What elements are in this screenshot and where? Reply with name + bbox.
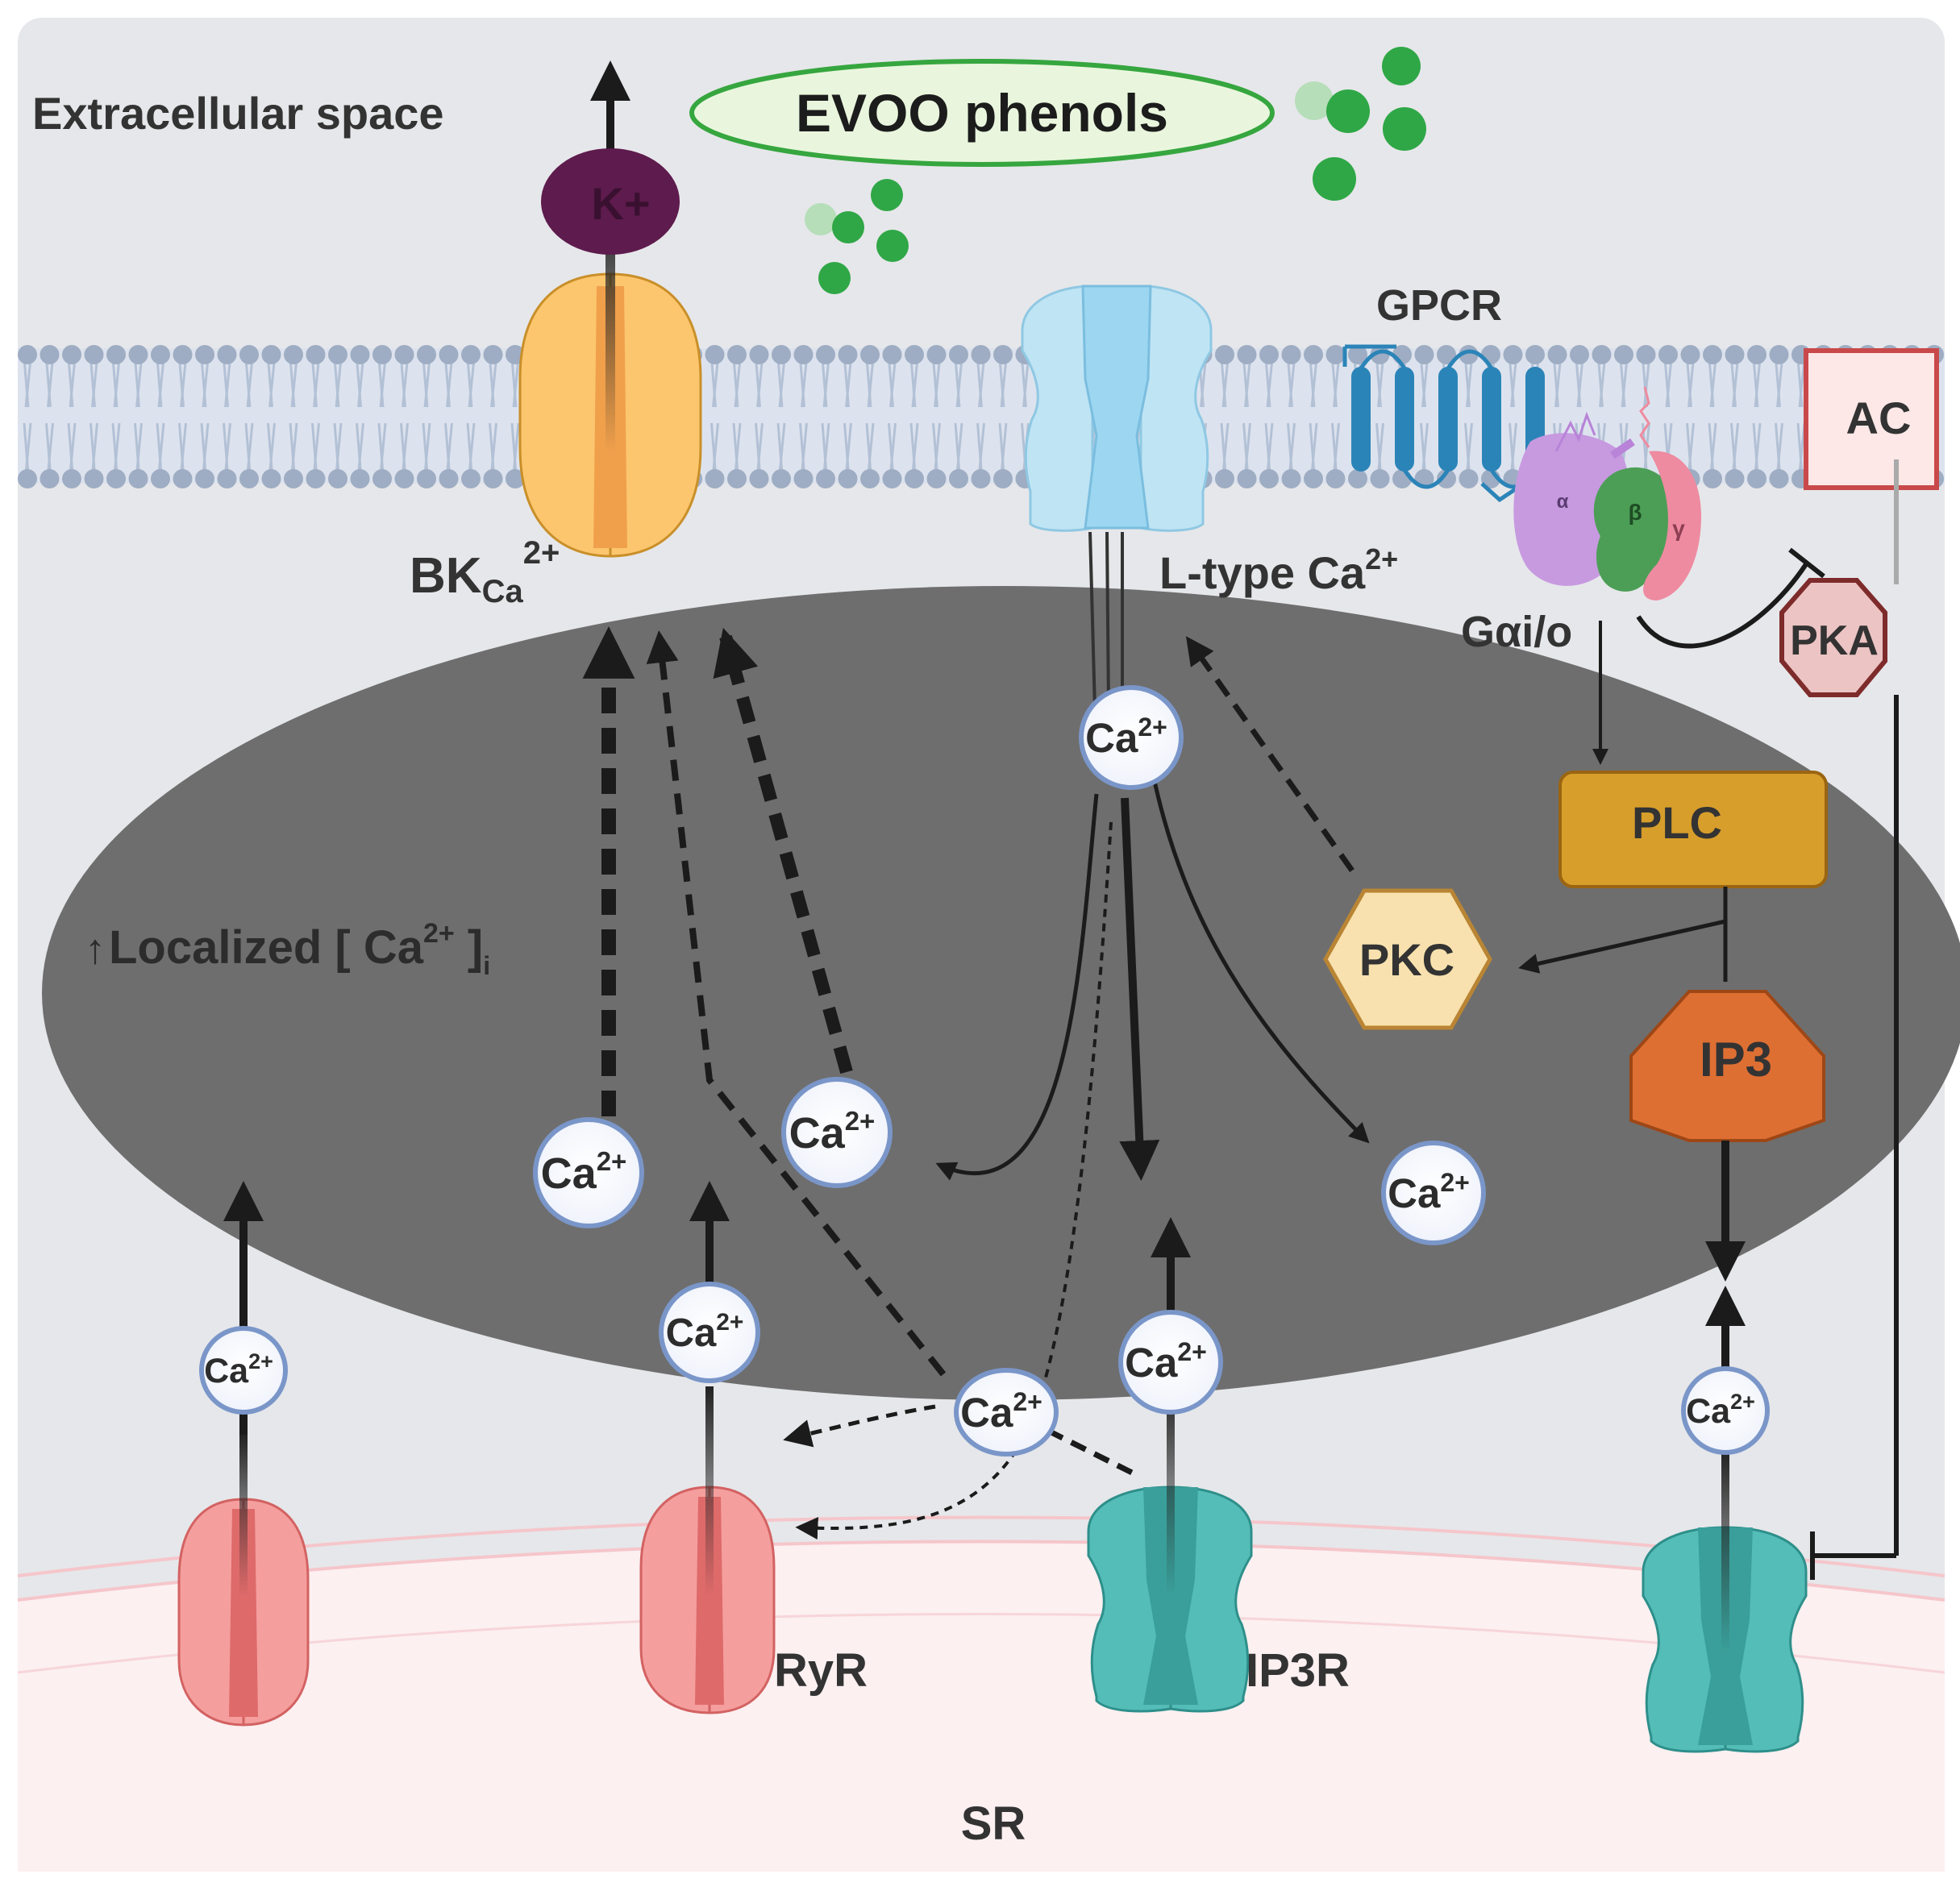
g-protein-alpha-label: α bbox=[1557, 491, 1569, 513]
ip3: IP3 bbox=[1629, 990, 1825, 1282]
calcium-ion: Ca2+ bbox=[954, 1368, 1059, 1457]
gpcr-helix bbox=[1395, 367, 1414, 472]
ip3r-channel-left bbox=[1087, 1386, 1253, 1713]
bk-channel-label: BKCa2+ bbox=[410, 535, 560, 609]
calcium-ion: Ca2+ bbox=[1118, 1310, 1223, 1415]
sr-region bbox=[17, 1515, 1945, 1872]
g-protein-beta-label: β bbox=[1628, 500, 1642, 525]
calcium-ion: Ca2+ bbox=[533, 1117, 644, 1228]
potassium-ion-label: K+ bbox=[591, 178, 650, 229]
gprotein-inhibits-ac-arrow bbox=[1636, 563, 1808, 649]
g-protein-gamma-label: γ bbox=[1672, 516, 1685, 541]
calcium-arrows bbox=[582, 626, 1370, 1540]
gpcr-helix bbox=[1438, 367, 1458, 472]
plc-to-pkc-arrow bbox=[1518, 919, 1726, 974]
gpcr-helix bbox=[1482, 367, 1501, 472]
plasma-membrane bbox=[18, 345, 1945, 488]
calcium-ion-label: Ca2+ bbox=[204, 1349, 273, 1390]
calcium-ion-label: Ca2+ bbox=[1085, 713, 1167, 761]
calcium-ion: Ca2+ bbox=[199, 1326, 288, 1415]
l-type-calcium-channel bbox=[1021, 285, 1213, 710]
phenol-molecules bbox=[805, 47, 1426, 294]
calcium-ion: Ca2+ bbox=[1079, 685, 1184, 790]
ip3-label: IP3 bbox=[1700, 1033, 1772, 1087]
calcium-ion: Ca2+ bbox=[1381, 1141, 1486, 1245]
adenylyl-cyclase: AC bbox=[1804, 348, 1939, 584]
pka-label: PKA bbox=[1790, 617, 1879, 664]
bk-channel: K+ bbox=[518, 60, 702, 558]
ryr-channel-left bbox=[177, 1435, 310, 1727]
ryr-label: RyR bbox=[774, 1644, 868, 1697]
calcium-ion-label: Ca2+ bbox=[1125, 1337, 1207, 1386]
evoo-phenols-ellipse bbox=[689, 59, 1275, 167]
calcium-ion-label: Ca2+ bbox=[666, 1309, 744, 1355]
calcium-ion-label: Ca2+ bbox=[960, 1387, 1042, 1436]
ryr-channel-right bbox=[639, 1386, 776, 1714]
sr-label: SR bbox=[961, 1797, 1026, 1850]
pka: PKA bbox=[1779, 578, 1899, 1580]
localized-calcium-label: ↑Localized [ Ca2+ ]i bbox=[85, 918, 490, 980]
extracellular-space-label: Extracellular space bbox=[32, 88, 444, 139]
potassium-ion bbox=[541, 148, 680, 255]
gpcr-helix bbox=[1351, 367, 1371, 472]
plc: PLC bbox=[1558, 771, 1828, 888]
calcium-ion: Ca2+ bbox=[781, 1077, 893, 1188]
calcium-ion-label: Ca2+ bbox=[1388, 1168, 1470, 1216]
localized-calcium-region bbox=[42, 586, 1960, 1400]
l-type-calcium-label: L-type Ca2+ bbox=[1159, 542, 1398, 598]
gpcr-label: GPCR bbox=[1376, 281, 1502, 330]
g-protein: α β γ bbox=[1513, 386, 1701, 600]
pkc-to-ltype-arrow bbox=[1185, 636, 1355, 873]
calcium-ion: Ca2+ bbox=[1681, 1366, 1770, 1455]
calcium-ion-label: Ca2+ bbox=[541, 1146, 627, 1198]
ip3r-label: IP3R bbox=[1246, 1644, 1350, 1697]
calcium-ion-label: Ca2+ bbox=[1686, 1390, 1755, 1431]
pkc: PKC bbox=[1323, 888, 1492, 1030]
ip3r-channel-right bbox=[1642, 1451, 1808, 1753]
evoo-phenols: EVOO phenols bbox=[689, 47, 1426, 294]
calcium-ion-label: Ca2+ bbox=[789, 1106, 876, 1157]
plc-label: PLC bbox=[1632, 797, 1722, 848]
calcium-ions: Ca2+ Ca2+ Ca2+ Ca2+ Ca2+ Ca2+ Ca2+ Ca2+ Ca2+ bbox=[199, 685, 1770, 1457]
pkc-label: PKC bbox=[1359, 934, 1454, 985]
g-alpha-io-label: Gαi/o bbox=[1461, 608, 1572, 656]
calcium-ion: Ca2+ bbox=[659, 1282, 760, 1383]
ac-label: AC bbox=[1846, 393, 1912, 443]
evoo-phenols-label: EVOO phenols bbox=[796, 83, 1168, 143]
